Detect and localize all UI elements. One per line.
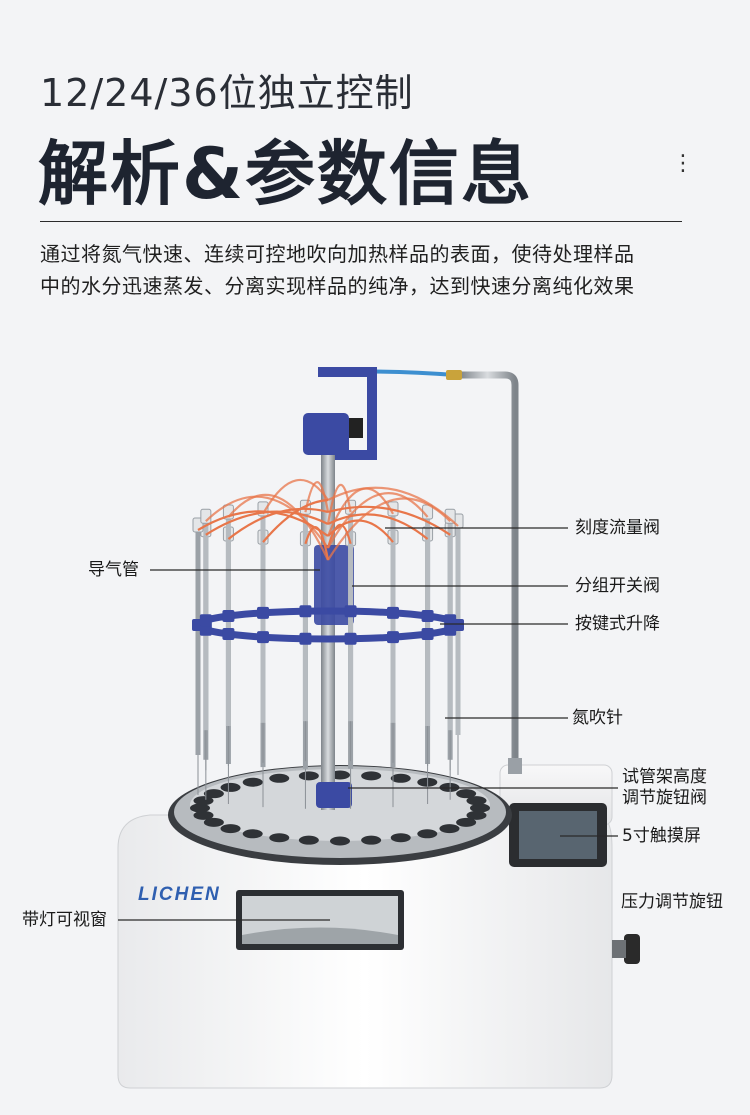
page-title: 解析&参数信息 xyxy=(38,133,534,215)
tray-hole xyxy=(330,836,350,846)
label-rack-height-line-1: 试管架高度 xyxy=(622,767,707,787)
gas-tube xyxy=(327,513,429,540)
label-gas-tube: 导气管 xyxy=(88,560,139,580)
ring-block xyxy=(421,627,434,640)
tray-hole xyxy=(242,829,263,839)
tray-hole xyxy=(269,773,290,783)
brand-logo: LICHEN xyxy=(138,884,221,905)
touchscreen xyxy=(509,803,607,867)
label-button-lift: 按键式升降 xyxy=(575,614,660,634)
ring-block xyxy=(299,605,312,618)
gas-tube xyxy=(326,523,352,549)
label-pressure-knob: 压力调节旋钮 xyxy=(621,892,723,912)
tray-hole xyxy=(470,803,490,813)
description-line-1: 通过将氮气快速、连续可控地吹向加热样品的表面，使待处理样品 xyxy=(40,242,635,266)
tray-hole xyxy=(242,777,263,787)
ring-block xyxy=(257,631,269,644)
ring-block xyxy=(444,623,457,636)
subtitle: 12/24/36位独立控制 xyxy=(40,71,414,115)
tray-hole xyxy=(220,782,241,792)
ring-block xyxy=(387,606,399,619)
tray-hole xyxy=(439,824,460,834)
needle xyxy=(195,530,201,755)
tray-hole xyxy=(193,810,214,820)
tray-hole xyxy=(361,835,382,845)
ring-block xyxy=(387,631,399,644)
label-light-window: 带灯可视窗 xyxy=(22,910,107,930)
tray-hole xyxy=(417,829,438,839)
ring-block xyxy=(299,632,312,645)
gas-tube xyxy=(262,478,329,515)
gas-tube xyxy=(227,493,329,561)
ring-block xyxy=(344,632,357,645)
ring-block xyxy=(199,614,212,627)
label-rack-height-line-2: 调节旋钮阀 xyxy=(622,788,707,808)
tray-holes xyxy=(190,770,490,846)
gas-tube xyxy=(205,495,329,549)
label-nitrogen-needle: 氮吹针 xyxy=(572,708,623,728)
tray-hole xyxy=(456,789,477,799)
ring-block xyxy=(421,610,434,623)
gas-tube xyxy=(326,484,352,525)
ring-blocks xyxy=(192,605,464,645)
tray-hole xyxy=(466,796,487,806)
ring-block xyxy=(344,605,357,618)
label-rack-height-knob: 试管架高度 调节旋钮阀 xyxy=(622,767,707,809)
divider xyxy=(40,221,682,222)
tray-hole xyxy=(298,771,319,781)
gas-tubes xyxy=(197,478,459,561)
ring-block xyxy=(257,606,269,619)
tray-hole xyxy=(298,835,319,845)
tray-hole xyxy=(203,789,224,799)
tray-hole xyxy=(269,833,290,843)
tray-hole xyxy=(203,817,224,827)
description: 通过将氮气快速、连续可控地吹向加热样品的表面，使待处理样品 中的水分迅速蒸发、分… xyxy=(40,238,720,302)
description-line-2: 中的水分迅速蒸发、分离实现样品的纯净，达到快速分离纯化效果 xyxy=(40,274,635,298)
ring-block xyxy=(222,627,235,640)
tray-hole xyxy=(193,796,214,806)
tray-hole xyxy=(390,833,411,843)
sample-tray xyxy=(168,765,512,865)
ring-block xyxy=(444,614,457,627)
tray-hole xyxy=(390,773,411,783)
tray-hole xyxy=(456,817,477,827)
label-group-switch-valve: 分组开关阀 xyxy=(575,576,660,596)
tray-hole xyxy=(361,771,382,781)
tray-hole xyxy=(190,803,210,813)
tray-hole xyxy=(466,810,487,820)
gas-tube xyxy=(327,492,429,549)
gas-tube xyxy=(327,497,451,561)
gas-tube xyxy=(304,481,330,513)
ring-block xyxy=(222,610,235,623)
label-touchscreen: 5寸触摸屏 xyxy=(622,826,701,846)
central-column xyxy=(303,367,377,810)
callout-lines xyxy=(118,527,618,921)
label-flow-valve: 刻度流量阀 xyxy=(575,518,660,538)
tray-hole xyxy=(220,824,241,834)
